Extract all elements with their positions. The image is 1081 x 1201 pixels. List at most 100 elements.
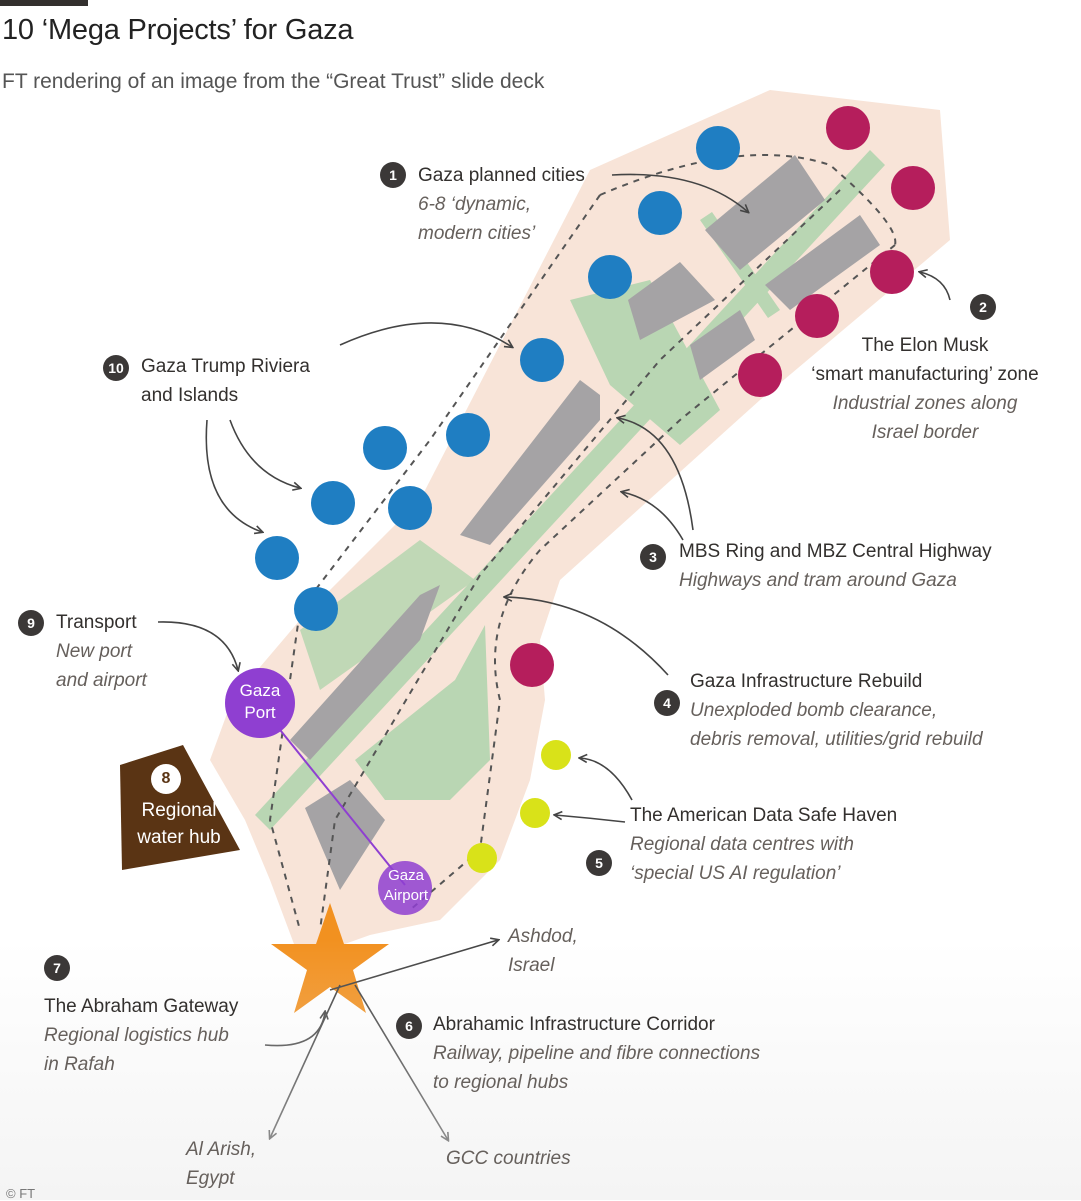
page-title: 10 ‘Mega Projects’ for Gaza	[2, 14, 354, 46]
magenta-dot	[870, 250, 914, 294]
arrow-infrastructure	[505, 597, 669, 676]
highway-ring	[268, 154, 897, 931]
arrow-riviera-3	[205, 419, 262, 532]
top-bar	[0, 0, 88, 6]
gaza-airport-node	[378, 861, 432, 915]
blue-dot	[446, 413, 490, 457]
callout-data-haven: The American Data Safe Haven Regional da…	[630, 801, 897, 888]
yellow-dot	[467, 843, 497, 873]
destination-ashdod: Ashdod, Israel	[508, 922, 578, 980]
port-label-line2: Port	[244, 703, 276, 722]
blue-dot	[388, 486, 432, 530]
callout-9-title: Transport	[56, 612, 137, 633]
callout-6-title: Abrahamic Infrastructure Corridor	[433, 1014, 715, 1035]
blue-dot	[520, 338, 564, 382]
destination-gcc: GCC countries	[446, 1144, 571, 1173]
arrow-riviera-1	[339, 322, 512, 347]
callout-4-title: Gaza Infrastructure Rebuild	[690, 671, 923, 692]
callout-10-title-1: Gaza Trump Riviera	[141, 356, 310, 377]
blue-dot	[363, 426, 407, 470]
callout-transport: Transport New port and airport	[56, 608, 147, 695]
gaza-airport-label: Gaza Airport	[370, 866, 442, 906]
callout-2-title-2: ‘smart manufacturing’ zone	[811, 364, 1039, 385]
callout-10-title-2: and Islands	[141, 385, 239, 406]
green-zone-south	[355, 625, 490, 800]
arrow-highway-1	[618, 418, 694, 531]
callout-1-desc-2: modern cities’	[418, 223, 536, 244]
callout-9-number: 9	[18, 610, 44, 636]
ring-outer-north	[599, 154, 897, 246]
city-block-5	[460, 380, 600, 545]
blue-dot	[638, 191, 682, 235]
callout-1-title: Gaza planned cities	[418, 165, 585, 186]
callout-abraham-gateway: The Abraham Gateway Regional logistics h…	[44, 992, 238, 1079]
callout-5-desc-1: Regional data centres with	[630, 834, 854, 855]
blue-dot	[311, 481, 355, 525]
city-block-2	[765, 215, 880, 310]
water-hub-line1: Regional	[141, 800, 217, 821]
callout-7-desc-2: in Rafah	[44, 1054, 115, 1075]
arrow-transport	[157, 621, 238, 670]
city-blocks	[290, 155, 880, 890]
port-airport-link	[259, 704, 406, 886]
data-centre-dots	[467, 740, 571, 873]
callout-2-desc-1: Industrial zones along	[832, 393, 1018, 414]
city-block-6	[290, 585, 440, 760]
alarish-line2: Egypt	[186, 1168, 235, 1189]
alarish-line1: Al Arish,	[186, 1139, 257, 1160]
blue-dot	[696, 126, 740, 170]
ashdod-line2: Israel	[508, 955, 555, 976]
magenta-dot	[510, 643, 554, 687]
callout-riviera: Gaza Trump Riviera and Islands	[141, 352, 310, 410]
airport-label-line2: Airport	[383, 887, 429, 904]
destination-al-arish: Al Arish, Egypt	[186, 1135, 256, 1193]
callout-5-number: 5	[586, 850, 612, 876]
water-hub-shape	[120, 745, 240, 870]
callout-infrastructure: Gaza Infrastructure Rebuild Unexploded b…	[690, 667, 983, 754]
arrow-planned-cities	[611, 173, 748, 212]
arrow-data-2	[555, 815, 626, 823]
callout-2-title-1: The Elon Musk	[861, 335, 989, 356]
gcc-label: GCC countries	[446, 1148, 571, 1169]
yellow-dot	[541, 740, 571, 770]
callout-6-desc-2: to regional hubs	[433, 1072, 569, 1093]
callout-2-number: 2	[970, 294, 996, 320]
callout-8-number: 8	[151, 764, 181, 794]
arrow-data-1	[580, 758, 633, 801]
blue-dot	[294, 587, 338, 631]
page-subtitle: FT rendering of an image from the “Great…	[2, 70, 545, 93]
callout-musk-zone: The Elon Musk ‘smart manufacturing’ zone…	[780, 331, 1070, 447]
callout-10-number: 10	[103, 355, 129, 381]
riviera-dots	[255, 126, 740, 631]
bottom-fade	[0, 940, 1081, 1200]
callout-highways: MBS Ring and MBZ Central Highway Highway…	[679, 537, 992, 595]
magenta-dot	[795, 294, 839, 338]
gaza-port-label: Gaza Port	[228, 680, 292, 724]
callout-1-number: 1	[380, 162, 406, 188]
callout-9-desc-2: and airport	[56, 670, 147, 691]
city-block-4	[690, 310, 755, 380]
city-block-1	[705, 155, 825, 270]
callout-corridor: Abrahamic Infrastructure Corridor Railwa…	[433, 1010, 760, 1097]
industrial-dots	[510, 106, 935, 687]
port-label-line1: Gaza	[239, 681, 281, 700]
water-hub-line2: water hub	[137, 827, 221, 848]
callout-9-desc-1: New port	[56, 641, 133, 662]
callout-6-desc-1: Railway, pipeline and fibre connections	[433, 1043, 761, 1064]
blue-dot	[255, 536, 299, 580]
arrow-riviera-2	[229, 419, 300, 488]
callout-7-desc-1: Regional logistics hub	[44, 1025, 229, 1046]
green-band	[300, 540, 475, 690]
callout-4-desc-2: debris removal, utilities/grid rebuild	[690, 729, 983, 750]
callout-7-title: The Abraham Gateway	[44, 996, 239, 1017]
callout-3-number: 3	[640, 544, 666, 570]
callout-6-number: 6	[396, 1013, 422, 1039]
blue-dot	[588, 255, 632, 299]
city-block-7	[305, 780, 385, 890]
callout-4-number: 4	[654, 690, 680, 716]
callout-7-number: 7	[44, 955, 70, 981]
callout-5-desc-2: ‘special US AI regulation’	[630, 863, 841, 884]
magenta-dot	[891, 166, 935, 210]
callout-4-desc-1: Unexploded bomb clearance,	[690, 700, 938, 721]
